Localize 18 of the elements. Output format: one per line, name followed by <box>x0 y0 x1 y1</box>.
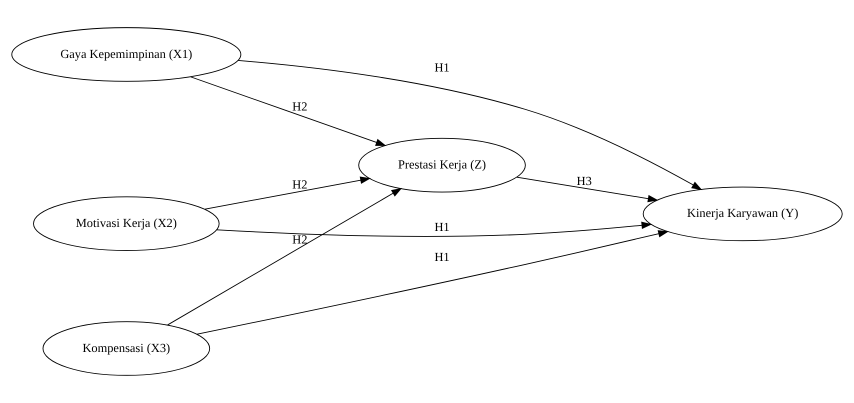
node-ellipse: Motivasi Kerja (X2) <box>33 196 220 251</box>
arrow <box>167 188 402 326</box>
edge-label: H1 <box>434 250 450 264</box>
arrow <box>190 76 386 146</box>
arrow <box>204 176 371 210</box>
edge-label: H1 <box>434 220 450 234</box>
arrow <box>196 230 669 335</box>
edge-label: H2 <box>292 232 308 246</box>
edge-label: H2 <box>292 177 308 192</box>
edge-label: H1 <box>434 60 450 74</box>
node-ellipse: Gaya Kepemimpinan (X1) <box>11 27 242 82</box>
edge-label: H2 <box>292 99 308 114</box>
arrow <box>516 176 658 202</box>
node-ellipse: Kompensasi (X3) <box>42 321 210 376</box>
arrow <box>216 222 652 237</box>
node-ellipse: Kinerja Karyawan (Y) <box>642 186 843 242</box>
arrow <box>238 60 702 190</box>
edge-label: H3 <box>576 174 592 188</box>
